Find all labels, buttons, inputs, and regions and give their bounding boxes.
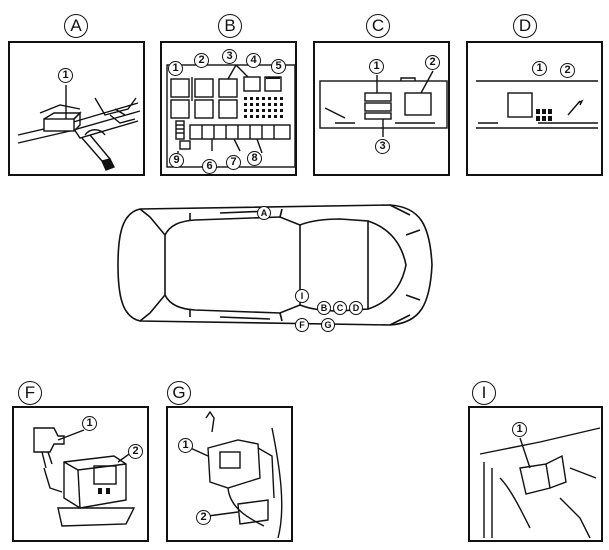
panel-a-tag: A: [64, 14, 88, 38]
panel-d-drawing: [476, 80, 598, 129]
callout-c-2: 2: [425, 55, 440, 70]
callout-b-4: 4: [246, 53, 261, 68]
panel-i-detail: 1: [468, 406, 603, 542]
panel-g-tag: G: [167, 381, 191, 405]
callout-d-1: 1: [532, 61, 547, 76]
car-top-view: A I B C D F G: [110, 195, 440, 335]
panel-c-detail: 1 2 3: [313, 41, 450, 176]
callout-b-9: 9: [169, 153, 184, 168]
panel-c-drawing: [319, 70, 448, 137]
panel-g-detail: 1 2: [166, 406, 293, 542]
callout-b-7: 7: [226, 155, 241, 170]
car-location-f: F: [295, 318, 309, 332]
callout-i-1: 1: [512, 422, 527, 437]
car-location-d: D: [349, 301, 363, 315]
callout-g-1: 1: [178, 438, 193, 453]
callout-b-3: 3: [222, 49, 237, 64]
panel-f-detail: 1 2: [12, 406, 149, 542]
callout-b-2: 2: [194, 53, 209, 68]
panel-d-tag: D: [513, 14, 537, 38]
car-location-g: G: [321, 318, 335, 332]
callout-g-2: 2: [196, 510, 211, 525]
callout-f-1: 1: [82, 416, 97, 431]
callout-c-3: 3: [375, 139, 390, 154]
callout-a-1: 1: [58, 68, 73, 83]
callout-d-2: 2: [560, 63, 575, 78]
callout-f-2: 2: [128, 444, 143, 459]
panel-c-tag: C: [366, 14, 390, 38]
panel-d-detail: 1 2: [466, 41, 603, 176]
panel-f-drawing: [33, 427, 136, 527]
panel-g-drawing: [185, 410, 283, 539]
panel-b-drawing: [166, 64, 295, 168]
panel-i-drawing: [479, 427, 601, 539]
panel-b-detail: 1 2 3 4 5 6 7 8 9: [160, 41, 297, 176]
car-location-i: I: [295, 289, 309, 303]
panel-i-tag: I: [472, 381, 496, 405]
panel-a-drawing: [17, 85, 141, 171]
car-location-c: C: [333, 301, 347, 315]
panel-a-detail: 1: [8, 41, 145, 176]
callout-b-1: 1: [168, 61, 183, 76]
callout-b-6: 6: [202, 159, 217, 174]
callout-c-1: 1: [369, 59, 384, 74]
panel-b-tag: B: [218, 14, 242, 38]
callout-b-8: 8: [247, 151, 262, 166]
panel-f-tag: F: [18, 381, 42, 405]
car-location-b: B: [317, 301, 331, 315]
car-outline: [117, 204, 433, 326]
callout-b-5: 5: [271, 59, 286, 74]
car-location-a: A: [257, 206, 271, 220]
